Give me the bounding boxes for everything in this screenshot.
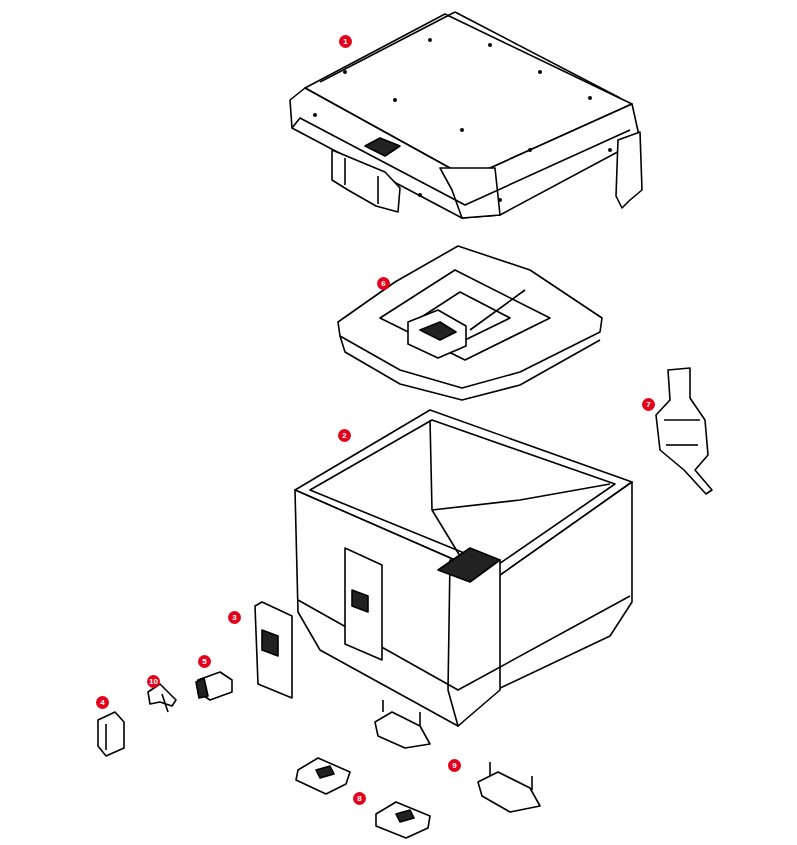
lid-strip: [320, 12, 455, 82]
lock-plate-key: [262, 630, 278, 656]
lid-latch2: [344, 158, 346, 185]
callout-number: 2: [338, 429, 351, 442]
screw-dot: [588, 96, 592, 100]
screw-dot: [488, 43, 492, 47]
callout-number: 1: [339, 35, 352, 48]
body-lock: [345, 548, 382, 660]
plate-inner: [380, 270, 550, 360]
bracket-b-pin2: [531, 776, 533, 790]
clip: [98, 712, 124, 756]
lid-latch: [332, 150, 400, 212]
screw-dot: [498, 198, 502, 202]
bracket-b: [478, 772, 540, 812]
plate-lock: [408, 310, 466, 358]
callout-number: 4: [96, 696, 109, 709]
lid-tab: [616, 132, 642, 208]
screw-dot: [538, 70, 542, 74]
callout-number: 7: [642, 398, 655, 411]
screw-dot: [343, 70, 347, 74]
plate-lock2: [420, 322, 456, 340]
callout-number: 6: [377, 277, 390, 290]
callout-number: 3: [228, 611, 241, 624]
callout-number: 9: [448, 759, 461, 772]
hinge3: [666, 444, 698, 446]
plate-bar: [470, 290, 525, 330]
plate-b-slot: [396, 810, 414, 822]
body-inside: [430, 420, 460, 556]
plate-b: [376, 802, 430, 838]
plate-a: [296, 758, 350, 794]
lid-latch3: [377, 176, 379, 204]
plate-front: [340, 336, 600, 400]
hinge2: [664, 419, 700, 421]
lid-left-face: [290, 88, 468, 218]
bracket-a-pin2: [419, 712, 421, 726]
bracket-b-pin: [489, 762, 491, 776]
body-lock2: [352, 590, 368, 612]
plate-a-slot: [316, 766, 334, 778]
callout-number: 10: [147, 675, 160, 688]
screw-dot: [393, 98, 397, 102]
body-floor: [438, 548, 500, 582]
key-tip: [162, 694, 168, 712]
lid-strip2: [455, 12, 620, 98]
hinge: [656, 368, 712, 494]
screw-dot: [528, 148, 532, 152]
lid-logo: [365, 138, 400, 156]
plate-outline: [338, 246, 602, 388]
screw-dot: [608, 148, 612, 152]
body-inside2: [432, 484, 610, 510]
callout-number: 8: [353, 792, 366, 805]
clip2: [105, 724, 107, 750]
body-chamfer: [448, 560, 500, 726]
callout-number: 5: [198, 655, 211, 668]
lock-plate: [255, 602, 292, 698]
bracket-a: [375, 712, 430, 748]
screw-dot: [418, 193, 422, 197]
bracket-a-pin: [382, 700, 384, 712]
screw-dot: [428, 38, 432, 42]
cylinder-cap: [196, 678, 208, 698]
screw-dot: [313, 113, 317, 117]
screw-dot: [460, 128, 464, 132]
